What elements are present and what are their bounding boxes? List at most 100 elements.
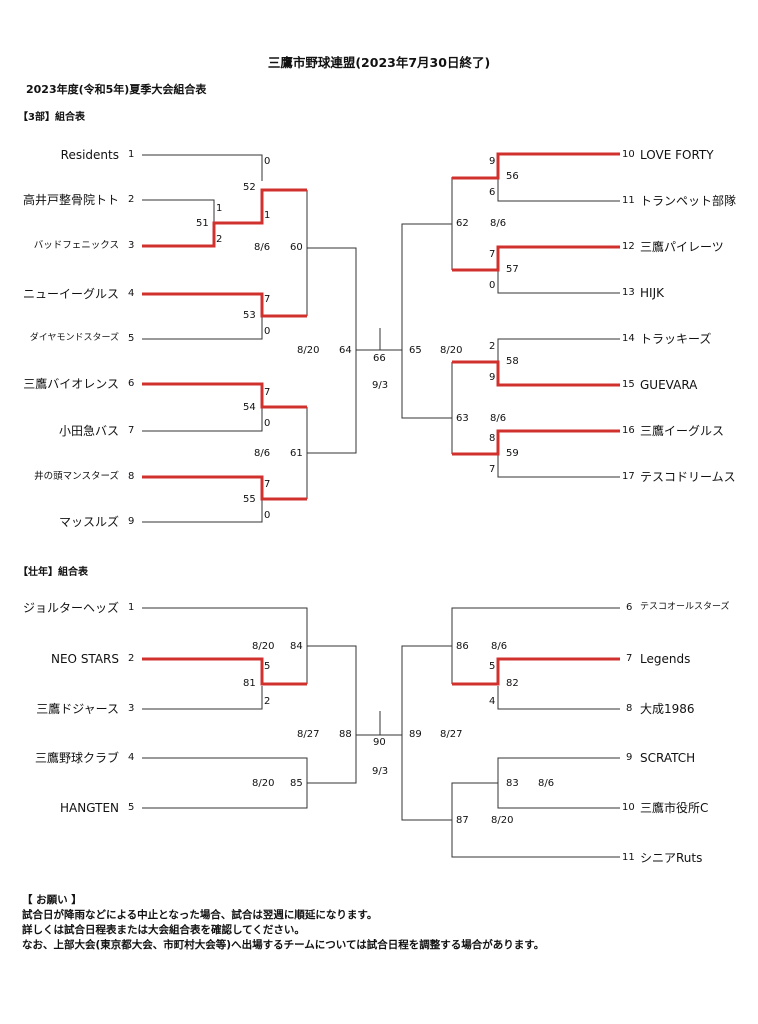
match-number: 61 — [290, 448, 303, 459]
match-date: 8/6 — [490, 413, 507, 424]
team-seed: 15 — [622, 379, 635, 390]
match-date: 8/6 — [491, 641, 508, 652]
match-date: 8/20 — [440, 345, 463, 356]
team-name: GUEVARA — [640, 378, 698, 392]
notice-heading: 【 お願い 】 — [22, 894, 82, 906]
team-name: シニアRuts — [640, 851, 703, 865]
team-seed: 11 — [622, 852, 635, 863]
match-date: 8/20 — [297, 345, 320, 356]
match-number: 88 — [339, 729, 352, 740]
team-seed: 9 — [128, 516, 135, 527]
match-number: 53 — [243, 310, 256, 321]
score-label: 7 — [264, 387, 271, 398]
team-name: 小田急バス — [58, 424, 119, 438]
match-date: 8/6 — [254, 448, 271, 459]
team-seed: 4 — [128, 752, 135, 763]
team-seed: 3 — [128, 240, 135, 251]
score-label: 9 — [489, 156, 496, 167]
team-name: テスコオールスターズ — [640, 602, 730, 612]
team-seed: 8 — [128, 471, 135, 482]
team-seed: 6 — [128, 378, 135, 389]
match-number: 83 — [506, 778, 519, 789]
notice-line: なお、上部大会(東京都大会、市町村大会等)へ出場するチームについては試合日程を調… — [22, 939, 545, 951]
score-label: 7 — [489, 464, 496, 475]
match-number: 54 — [243, 402, 256, 413]
team-name: SCRATCH — [640, 751, 696, 765]
match-number: 81 — [243, 678, 256, 689]
score-label: 0 — [264, 418, 271, 429]
match-number: 86 — [456, 641, 469, 652]
score-label: 0 — [264, 510, 271, 521]
team-name: HANGTEN — [60, 801, 119, 815]
score-label: 1 — [264, 210, 271, 221]
team-seed: 1 — [128, 149, 135, 160]
team-name: トランペット部隊 — [640, 194, 737, 208]
score-label: 5 — [489, 661, 496, 672]
match-date: 8/27 — [297, 729, 320, 740]
team-name: 三鷹ドジャース — [36, 702, 119, 716]
score-label: 0 — [489, 280, 496, 291]
team-seed: 2 — [128, 653, 135, 664]
team-seed: 16 — [622, 425, 635, 436]
match-number: 66 — [373, 353, 386, 364]
score-label: 1 — [216, 203, 223, 214]
team-name: 井の頭マンスターズ — [34, 471, 119, 482]
team-seed: 5 — [128, 802, 135, 813]
match-number: 55 — [243, 494, 256, 505]
team-seed: 7 — [128, 425, 135, 436]
match-date: 8/20 — [252, 641, 275, 652]
team-seed: 2 — [128, 194, 135, 205]
match-date: 8/6 — [254, 242, 271, 253]
team-seed: 17 — [622, 471, 635, 482]
team-name: ダイヤモンドスターズ — [29, 333, 119, 343]
team-name: 三鷹バイオレンス — [23, 377, 119, 391]
match-number: 82 — [506, 678, 519, 689]
page-subtitle: 2023年度(令和5年)夏季大会組合表 — [26, 83, 207, 96]
team-seed: 8 — [626, 703, 633, 714]
team-name: ニューイーグルス — [22, 287, 119, 301]
match-number: 60 — [290, 242, 303, 253]
score-label: 2 — [489, 341, 496, 352]
match-number: 56 — [506, 171, 519, 182]
team-seed: 6 — [626, 602, 633, 613]
match-number: 57 — [506, 264, 519, 275]
team-name: 三鷹市役所C — [640, 801, 709, 815]
team-name: 三鷹パイレーツ — [640, 240, 724, 254]
match-number: 58 — [506, 356, 519, 367]
score-label: 2 — [264, 696, 271, 707]
match-date: 8/6 — [490, 218, 507, 229]
match-number: 84 — [290, 641, 303, 652]
score-label: 4 — [489, 696, 496, 707]
match-number: 65 — [409, 345, 422, 356]
team-name: NEO STARS — [51, 652, 119, 666]
match-date: 9/3 — [372, 380, 389, 391]
team-seed: 11 — [622, 195, 635, 206]
team-name: マッスルズ — [58, 515, 119, 529]
score-label: 5 — [264, 661, 271, 672]
team-name: トラッキーズ — [640, 332, 712, 346]
section-label-division3: 【3部】組合表 — [18, 112, 85, 123]
score-label: 0 — [264, 156, 271, 167]
score-label: 7 — [264, 294, 271, 305]
team-seed: 10 — [622, 149, 635, 160]
section-label-senior: 【壮年】組合表 — [18, 567, 88, 578]
match-number: 64 — [339, 345, 352, 356]
score-label: 7 — [264, 479, 271, 490]
team-seed: 1 — [128, 602, 135, 613]
score-label: 7 — [489, 249, 496, 260]
match-number: 51 — [196, 218, 209, 229]
match-number: 62 — [456, 218, 469, 229]
match-date: 8/27 — [440, 729, 463, 740]
score-label: 2 — [216, 234, 223, 245]
match-number: 90 — [373, 737, 386, 748]
match-date: 8/20 — [491, 815, 514, 826]
team-name: LOVE FORTY — [640, 148, 714, 162]
team-name: 三鷹イーグルス — [640, 424, 725, 438]
match-number: 89 — [409, 729, 422, 740]
team-name: ジョルターヘッズ — [22, 601, 119, 615]
match-number: 52 — [243, 182, 256, 193]
team-name: HIJK — [640, 286, 664, 300]
score-label: 0 — [264, 326, 271, 337]
score-label: 8 — [489, 433, 496, 444]
